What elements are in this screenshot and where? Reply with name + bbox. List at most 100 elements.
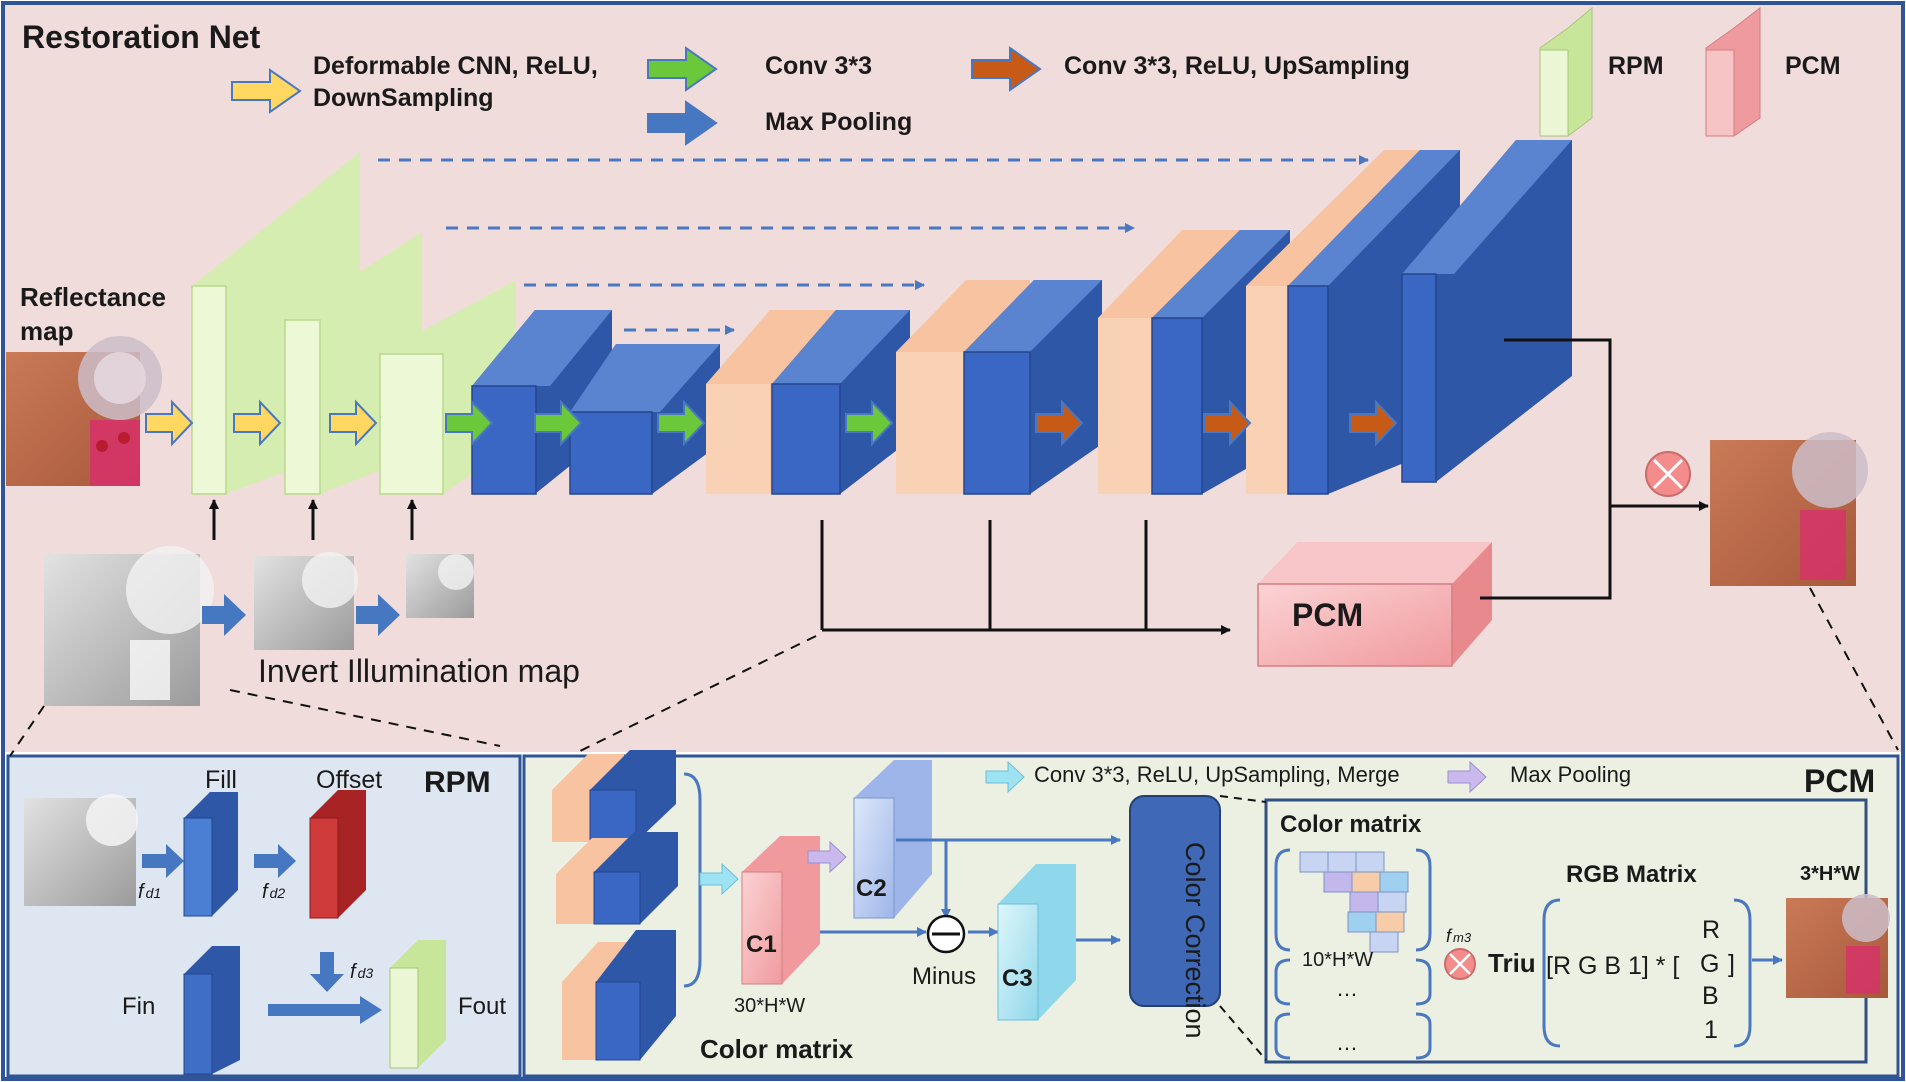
c3-block <box>997 864 1076 1021</box>
reflectance-map-image <box>6 336 162 486</box>
rpm-arrow-1-icon <box>142 844 184 878</box>
c1-block <box>741 836 820 985</box>
color-matrix-bottom-label: Color matrix <box>700 1034 854 1064</box>
decoder-blue-1 <box>771 310 910 495</box>
pool-block-2 <box>569 344 720 495</box>
rpm-offset-block <box>309 790 366 919</box>
illumination-image-1 <box>44 546 214 706</box>
legend-deformable-label: Deformable CNN, ReLU, <box>313 52 598 80</box>
yellow-arrow-2-icon <box>233 399 282 447</box>
orange-arrow-2-icon <box>1203 399 1252 447</box>
illumination-blue-arrow-2-icon <box>356 594 400 636</box>
pcm-legend-conv-label: Conv 3*3, ReLU, UpSampling, Merge <box>1034 762 1400 787</box>
pcm-legend-cyan-arrow-icon <box>985 760 1025 794</box>
green-arrow-1-icon <box>445 399 494 447</box>
dots-2-label: … <box>1336 1030 1358 1055</box>
legend-rpm-label: RPM <box>1608 52 1664 80</box>
c1-label: C1 <box>746 931 777 958</box>
rgb-b-label: B <box>1702 982 1719 1010</box>
color-correction-label: Color Correction <box>1180 842 1210 1039</box>
rgb-1-label: 1 <box>1704 1016 1718 1044</box>
yellow-arrow-1-icon <box>145 399 194 447</box>
illumination-image-2 <box>254 552 358 650</box>
reflectance-label: Reflectance <box>20 282 166 312</box>
rpm-down-arrow-icon <box>310 952 344 992</box>
rgb-close-label: ] <box>1728 950 1735 978</box>
orange-arrow-3-icon <box>1349 399 1398 447</box>
pcm-legend-lavender-arrow-icon <box>1447 760 1487 794</box>
green-arrow-3-icon <box>657 399 706 447</box>
green-arrow-2-icon <box>534 399 583 447</box>
legend-conv-label: Conv 3*3 <box>765 52 872 80</box>
rpm-arrow-2-icon <box>254 844 296 878</box>
legend-pcm-swatch <box>1705 6 1761 137</box>
illumination-image-3 <box>406 554 474 618</box>
pcm-lavender-arrow-icon <box>807 840 847 874</box>
pcm-panel-title: PCM <box>1804 763 1875 799</box>
c1-size-label: 30*H*W <box>734 995 805 1017</box>
rpm-offset-label: Offset <box>316 766 382 794</box>
rpm-fin-block <box>183 946 240 1075</box>
pcm-block-label: PCM <box>1292 597 1363 633</box>
legend-pcm-label: PCM <box>1785 52 1841 80</box>
yellow-arrow-3-icon <box>329 399 378 447</box>
decoder-blue-2 <box>963 280 1102 495</box>
pcm-legend-pool-label: Max Pooling <box>1510 762 1631 787</box>
output-connectors <box>1480 338 1709 600</box>
minus-label: Minus <box>912 963 976 990</box>
rgb-matrix-braces <box>1542 898 1752 1048</box>
reflectance-label-line2: map <box>20 316 73 346</box>
c3-label: C3 <box>1002 965 1033 992</box>
rgb-row-label: [R G B 1] * [ <box>1546 952 1679 980</box>
legend-blue-arrow-icon <box>647 100 718 146</box>
zoom-guides <box>9 587 1899 757</box>
rgb-g-label: G <box>1700 950 1719 978</box>
size-3hw-label: 3*H*W <box>1800 863 1860 885</box>
illumination-up-arrows <box>209 499 417 540</box>
color-correction-block <box>1129 795 1221 1007</box>
legend-maxpool-label: Max Pooling <box>765 108 912 136</box>
illumination-blue-arrow-1-icon <box>202 594 246 636</box>
invert-illumination-label: Invert Illumination map <box>258 653 580 689</box>
rpm-panel-title: RPM <box>424 766 491 799</box>
legend-downsampling-label: DownSampling <box>313 84 494 112</box>
pcm-feature-taps <box>820 520 1231 635</box>
color-matrix-braces <box>1274 848 1432 1060</box>
minus-icon <box>926 914 966 954</box>
skip-connections <box>378 155 1369 335</box>
size-10hw-label: 10*H*W <box>1302 949 1373 971</box>
pcm-block <box>1257 542 1492 667</box>
pcm-output-image <box>1786 894 1890 998</box>
legend-upsampling-label: Conv 3*3, ReLU, UpSampling <box>1064 52 1410 80</box>
multiply-icon <box>1645 451 1691 497</box>
panel-zoom-guides <box>1219 795 1267 1061</box>
rpm-fout-block <box>389 940 446 1069</box>
color-cube-stack <box>1299 851 1409 953</box>
green-arrow-4-icon <box>845 399 894 447</box>
rpm-long-arrow-icon <box>268 996 382 1024</box>
rpm-fin-label: Fin <box>122 993 155 1020</box>
rpm-fill-label: Fill <box>205 766 237 794</box>
output-blue-block <box>1401 140 1572 483</box>
legend-green-arrow-icon <box>647 46 718 92</box>
restoration-net-title: Restoration Net <box>22 19 261 55</box>
legend-rpm-swatch <box>1539 6 1593 137</box>
orange-arrow-1-icon <box>1035 399 1084 447</box>
color-matrix-title: Color matrix <box>1280 811 1422 838</box>
pcm-multiply-icon <box>1444 948 1476 980</box>
dots-1-label: … <box>1336 976 1358 1001</box>
pcm-cyan-arrow-1-icon <box>699 862 739 896</box>
c2-block <box>853 760 932 919</box>
legend-orange-arrow-icon <box>971 46 1042 92</box>
c2-label: C2 <box>856 875 887 902</box>
rpm-input-image <box>24 794 138 906</box>
output-image <box>1710 432 1868 586</box>
rpm-fill-block <box>183 792 238 917</box>
